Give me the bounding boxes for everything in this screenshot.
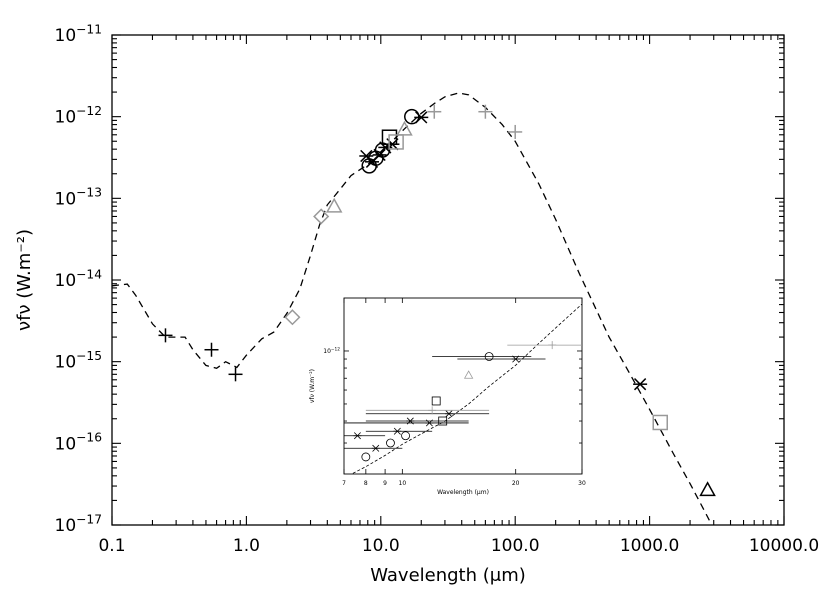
- data-point-asterisk: [393, 427, 402, 435]
- y-tick-label: 10−17: [55, 512, 102, 536]
- data-point-asterisk: [372, 148, 387, 162]
- x-tick-label: 30: [578, 480, 586, 487]
- data-point-asterisk: [444, 410, 453, 418]
- y-tick-label: 10−14: [55, 267, 103, 291]
- data-point-square: [652, 414, 668, 431]
- data-point-asterisk: [414, 111, 429, 124]
- data-point-triangle: [699, 481, 716, 497]
- y-tick-label: 10−12: [323, 346, 340, 355]
- data-point-plus: [478, 104, 493, 119]
- x-minor-ticks: [151, 35, 779, 525]
- x-tick-label: 7: [342, 480, 346, 487]
- data-point-circle: [361, 452, 371, 462]
- x-tick-label: 10.0: [362, 536, 400, 556]
- data-point-square: [438, 416, 448, 426]
- x-tick-label: 8: [364, 480, 368, 487]
- x-tick-label: 20: [512, 480, 520, 487]
- x-tick-label: 10000.0: [749, 536, 819, 556]
- x-tick-label: 0.1: [98, 536, 125, 556]
- data-point-asterisk: [385, 138, 400, 151]
- x-tick-label: 10: [399, 480, 407, 487]
- data-point-asterisk: [633, 378, 648, 391]
- data-point-plus: [427, 104, 442, 119]
- data-point-plus: [204, 342, 219, 357]
- data-point-triangle: [463, 370, 474, 379]
- data-point-asterisk: [353, 432, 362, 440]
- data-point-plus: [508, 124, 523, 139]
- data-point-circle: [386, 438, 395, 448]
- x-tick-label: 9: [383, 480, 387, 487]
- data-point-asterisk: [371, 444, 380, 452]
- data-point-diamond: [313, 208, 330, 225]
- model-curve: [112, 92, 713, 525]
- y-axis-title: νfν (W.m⁻²): [309, 369, 316, 403]
- data-point-asterisk: [425, 419, 434, 427]
- y-tick-label: 10−11: [55, 22, 102, 46]
- data-point-diamond: [284, 309, 301, 326]
- data-point-triangle: [396, 120, 413, 136]
- plot-frame: [343, 297, 583, 475]
- data-point-triangle: [325, 197, 343, 213]
- data-point-plus: [548, 341, 557, 350]
- x-axis-title: Wavelength (μm): [437, 489, 489, 496]
- plot-background: [344, 298, 582, 474]
- y-tick-label: 10−15: [55, 349, 102, 373]
- y-axis-title: νfν (W.m⁻²): [14, 229, 35, 331]
- y-minor-ticks: [344, 358, 582, 444]
- main-plot: 0.1 1.0 10.0 100.0 1000.0 10000.0 10−17 10−16 10…: [14, 22, 819, 586]
- x-tick-label: 100.0: [491, 536, 540, 556]
- data-point-square: [388, 134, 404, 150]
- y-tick-label: 10−12: [55, 104, 102, 128]
- x-tick-label: 1000.0: [620, 536, 679, 556]
- data-point-square: [431, 396, 441, 406]
- data-point-asterisk: [511, 355, 520, 363]
- x-axis-title: Wavelength (μm): [370, 565, 526, 586]
- data-point-plus: [158, 328, 173, 343]
- y-tick-label: 10−16: [55, 431, 103, 455]
- y-tick-label: 10−13: [55, 186, 102, 210]
- data-point-circle: [484, 352, 494, 361]
- x-tick-label: 1.0: [233, 536, 260, 556]
- data-point-plus: [428, 406, 437, 415]
- data-point-plus: [228, 367, 243, 382]
- data-point-circle: [401, 431, 410, 441]
- y-minor-ticks: [112, 38, 784, 501]
